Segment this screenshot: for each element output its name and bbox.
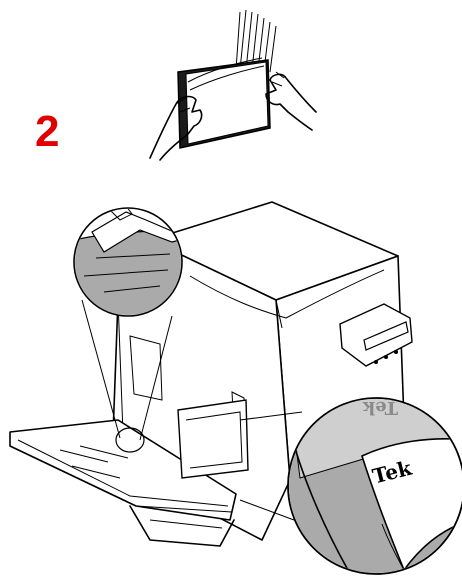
mirrored-logo-text: Tek [362, 397, 398, 418]
zoom-lines [81, 299, 303, 521]
paper-tray [9, 399, 249, 547]
fanned-paper-stack [177, 9, 277, 149]
zoom-circle-guide [73, 207, 183, 317]
zoom-circle-media: Tek Tek [287, 397, 462, 575]
right-hand [265, 71, 317, 131]
left-hand [149, 95, 203, 161]
step-number: 2 [35, 107, 60, 156]
